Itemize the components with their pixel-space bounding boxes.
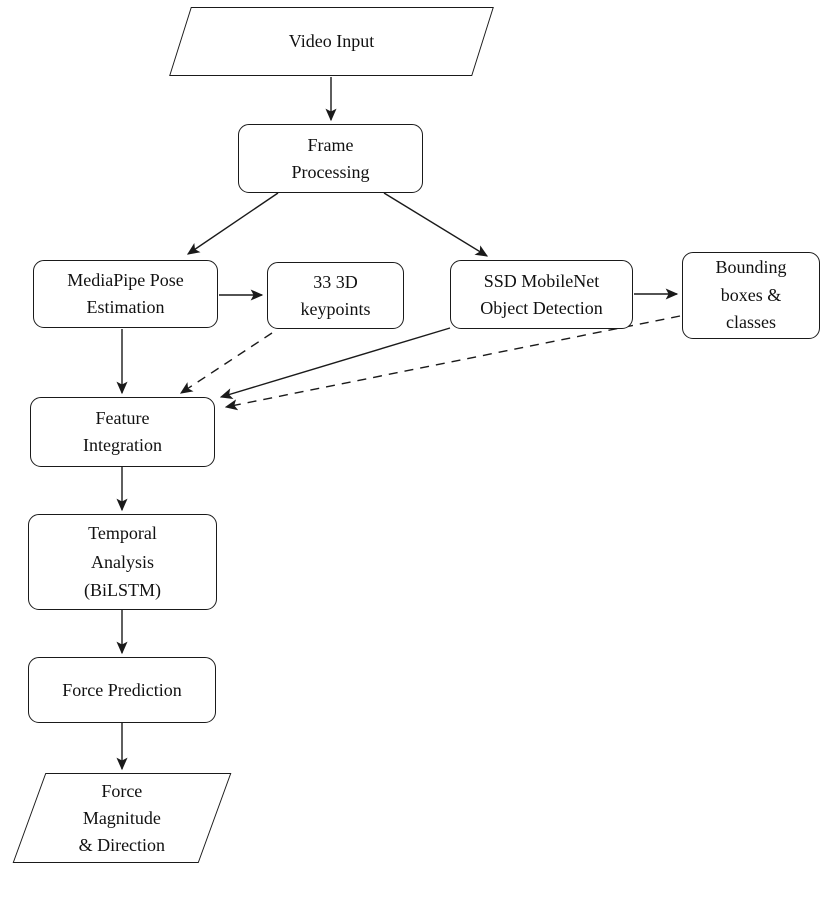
node-force-prediction: Force Prediction (28, 657, 216, 723)
node-bounding-boxes-classes: Bounding boxes & classes (682, 252, 820, 339)
node-force-output-label: Force Magnitude & Direction (78, 780, 166, 855)
node-force-magnitude-direction: Force Magnitude & Direction (12, 773, 232, 863)
arrow-frame-processing-to-mediapipe (186, 192, 279, 255)
node-temporal-analysis-bilstm: Temporal Analysis (BiLSTM) (28, 514, 217, 610)
node-video-input-label: Video Input (288, 31, 375, 51)
node-keypoints-label: 33 3D keypoints (300, 271, 371, 319)
node-mediapipe-pose-estimation: MediaPipe Pose Estimation (33, 260, 218, 328)
node-video-input: Video Input (169, 7, 494, 76)
node-feature-integration: Feature Integration (30, 397, 215, 467)
node-frame-processing: Frame Processing (238, 124, 423, 193)
arrow-bounding-to-feature (224, 315, 681, 411)
arrow-frame-processing-to-ssd (383, 192, 489, 257)
node-ssd-mobilenet-object-detection: SSD MobileNet Object Detection (450, 260, 633, 329)
node-frame-processing-label: Frame Processing (291, 134, 370, 182)
node-mediapipe-label: MediaPipe Pose Estimation (67, 270, 184, 317)
node-temporal-label: Temporal Analysis (BiLSTM) (83, 522, 161, 601)
node-33-3d-keypoints: 33 3D keypoints (267, 262, 404, 329)
arrow-keypoints-to-feature (179, 332, 273, 394)
node-force-prediction-label: Force Prediction (62, 679, 182, 700)
arrow-ssd-to-feature (219, 327, 451, 400)
node-feature-label: Feature Integration (83, 408, 162, 455)
node-bounding-label: Bounding boxes & classes (715, 256, 787, 333)
node-ssd-label: SSD MobileNet Object Detection (480, 270, 603, 318)
